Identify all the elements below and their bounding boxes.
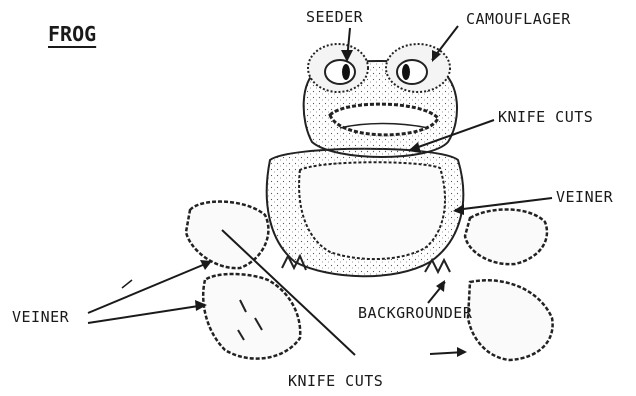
label-knife-cuts-top: KNIFE CUTS <box>498 108 593 126</box>
frog-left-rear-foot <box>203 274 300 359</box>
diagram-title: FROG <box>48 22 96 46</box>
veiner-left-leader-2 <box>88 305 205 323</box>
label-camouflager: CAMOUFLAGER <box>466 10 571 28</box>
frog-right-rear-foot <box>468 280 553 360</box>
label-veiner-right: VEINER <box>556 188 613 206</box>
veiner-right-leader <box>455 198 552 210</box>
label-knife-cuts-bottom: KNIFE CUTS <box>288 372 383 390</box>
stray-mark <box>122 280 132 288</box>
label-backgrounder: BACKGROUNDER <box>358 304 472 322</box>
frog-right-front-foot <box>465 209 547 264</box>
label-veiner-left: VEINER <box>12 308 69 326</box>
veiner-left-leader-1 <box>88 262 210 313</box>
frog-head <box>304 44 457 157</box>
frog-body <box>267 149 464 277</box>
label-seeder: SEEDER <box>306 8 363 26</box>
